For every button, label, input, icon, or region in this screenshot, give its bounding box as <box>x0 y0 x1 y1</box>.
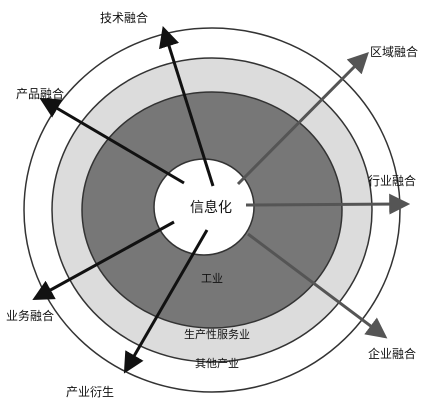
label-business-integration: 业务融合 <box>6 308 54 323</box>
ring-label-other-industries: 其他产业 <box>195 356 239 370</box>
arrow-product-integration <box>39 97 185 185</box>
arrow-regional-integration <box>236 52 369 186</box>
label-tech-integration: 技术融合 <box>100 10 148 25</box>
label-regional-integration: 区域融合 <box>370 44 418 59</box>
ring-label-producer-services: 生产性服务业 <box>184 327 250 341</box>
label-industry-derivation: 产业衍生 <box>66 385 114 399</box>
center-label: 信息化 <box>190 199 232 216</box>
label-industry-sector-integration: 行业融合 <box>368 173 416 188</box>
label-product-integration: 产品融合 <box>16 86 64 101</box>
label-enterprise-integration: 企业融合 <box>368 346 416 361</box>
arrow-industry-derivation <box>123 229 209 374</box>
arrow-business-integration <box>32 220 175 301</box>
arrow-enterprise-integration <box>247 232 388 339</box>
arrow-industry-sector-integration <box>245 193 411 215</box>
ring-label-industry: 工业 <box>201 272 223 285</box>
arrow-tech-integration <box>159 25 215 187</box>
